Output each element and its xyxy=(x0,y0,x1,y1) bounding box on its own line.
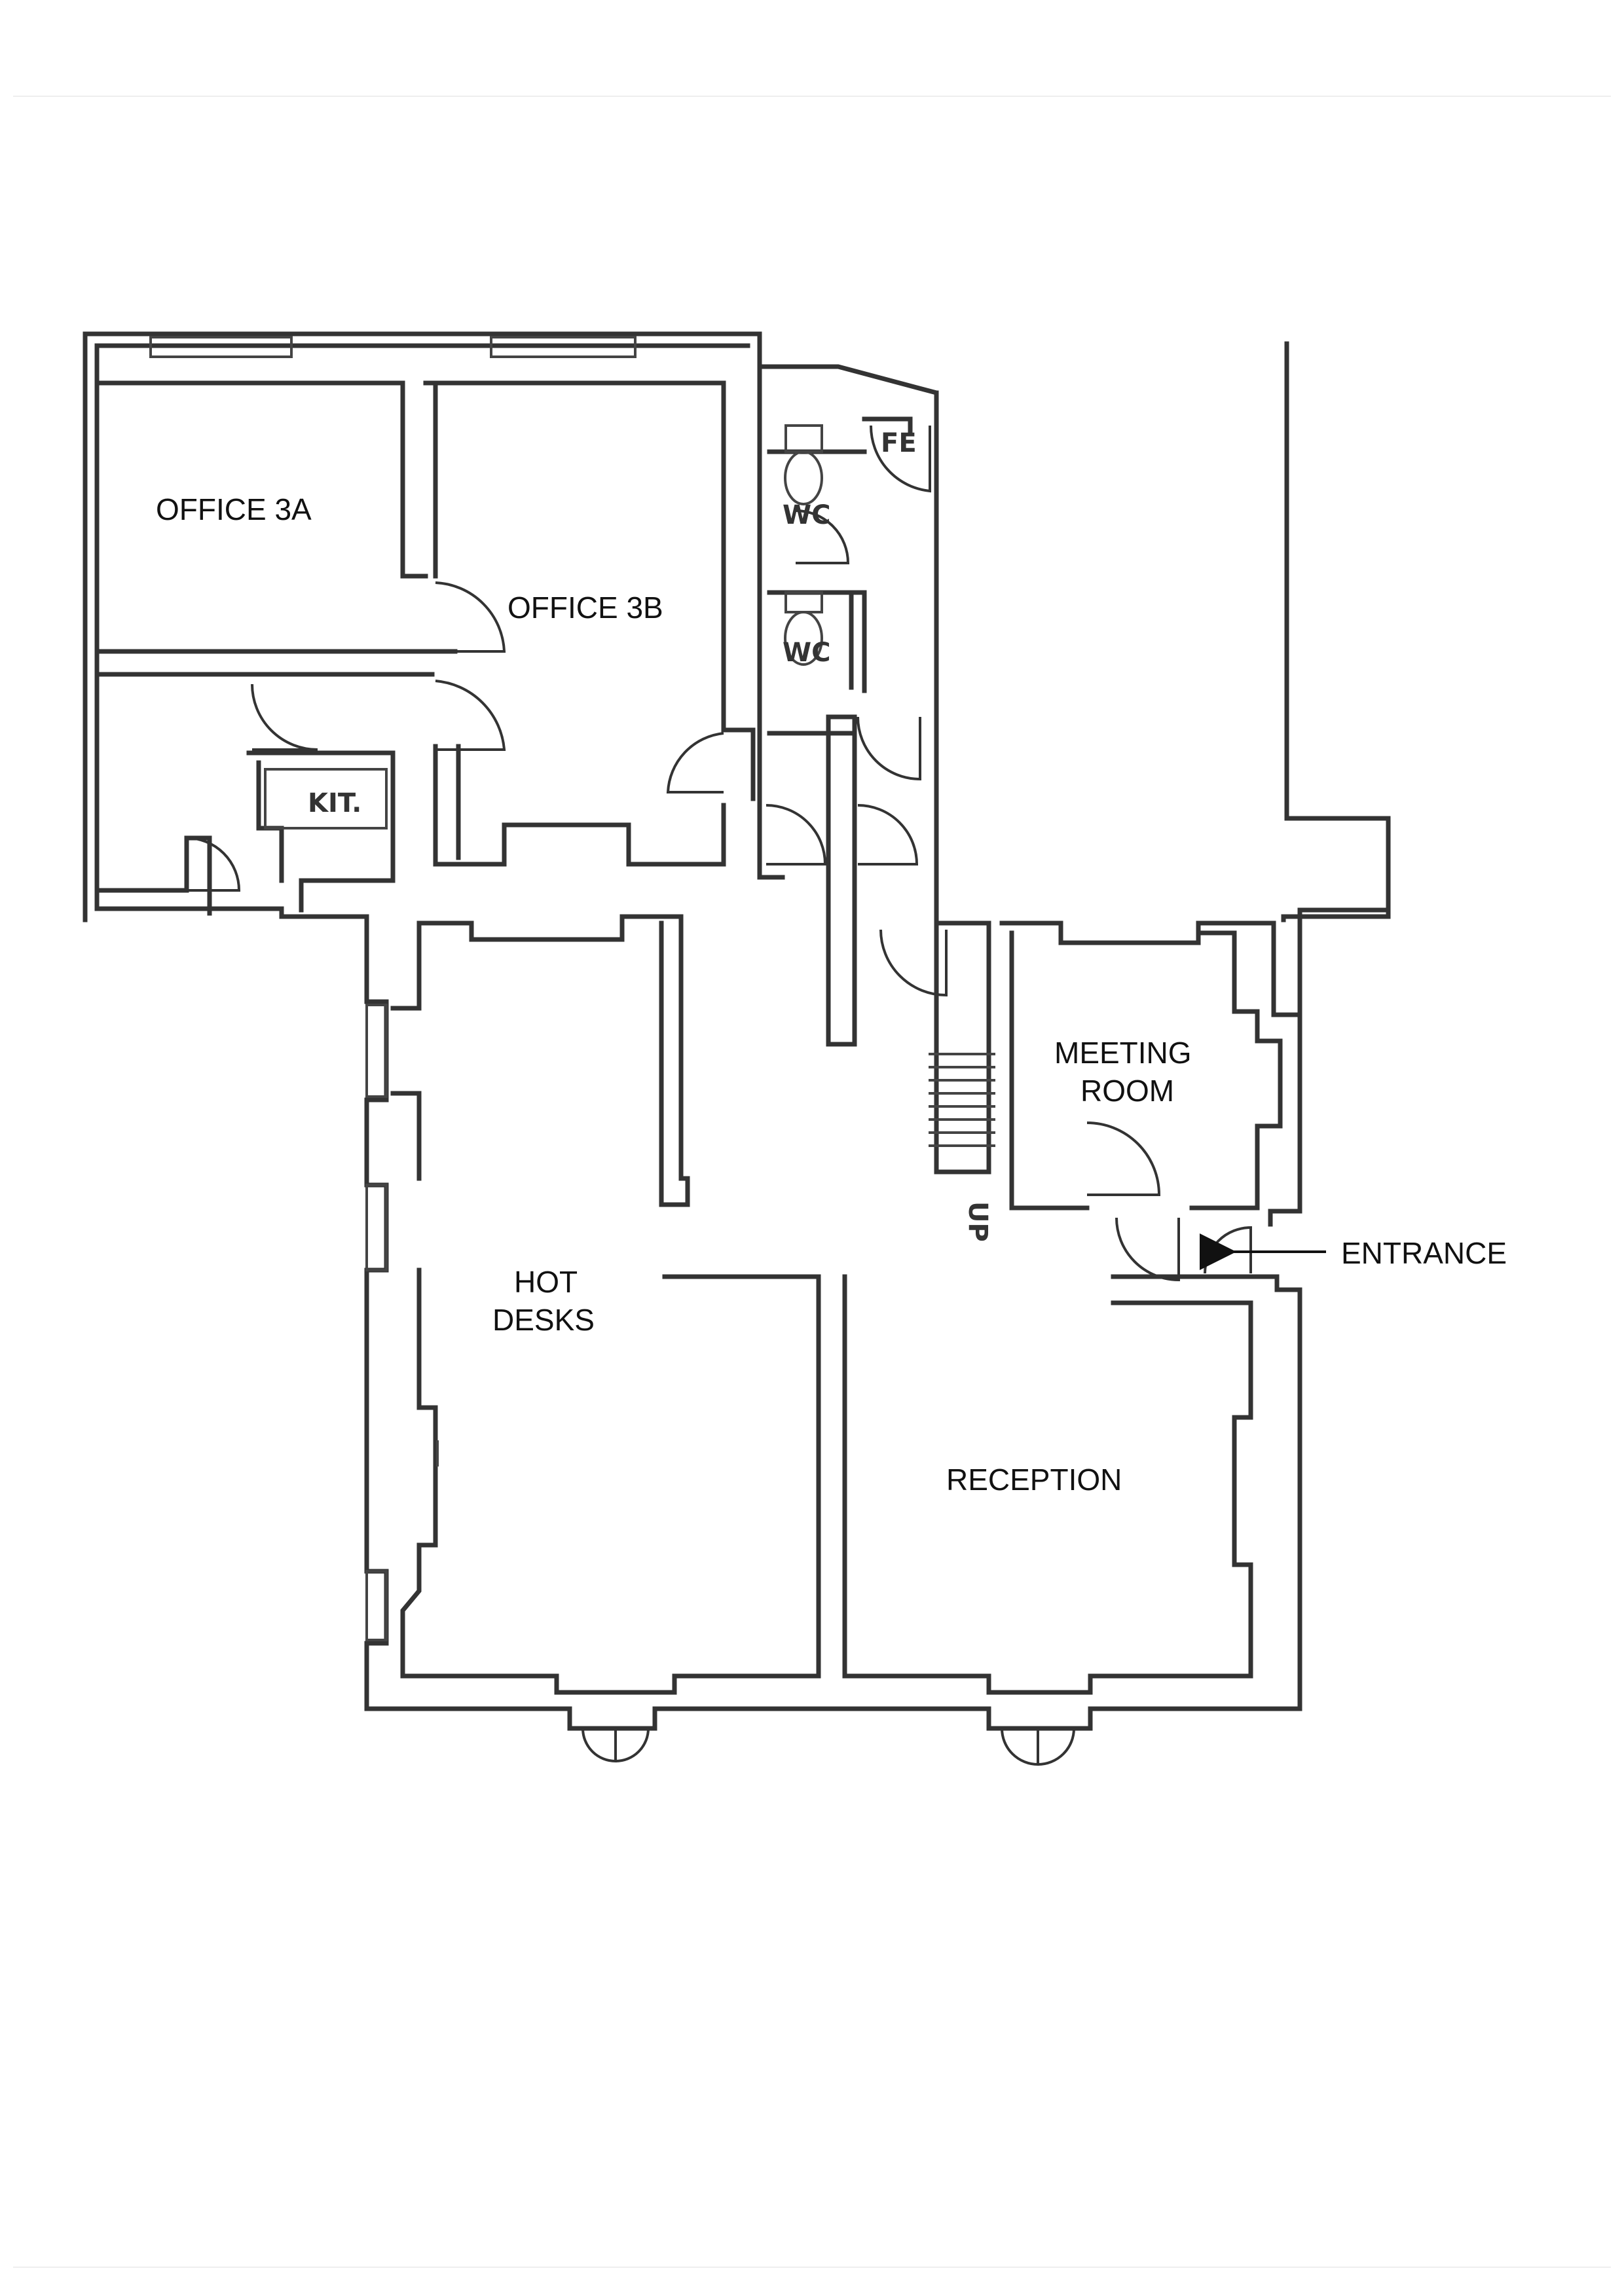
meeting-room-label-line2: ROOM xyxy=(1080,1074,1175,1108)
wc-lower-label: WC xyxy=(783,638,830,668)
page-bottom-edge xyxy=(13,2267,1611,2268)
kitchen-label: KIT. xyxy=(308,788,361,818)
hot-desks-label-line2: DESKS xyxy=(492,1303,595,1337)
fire-exit-label: FE xyxy=(881,428,917,458)
office-3b-label: OFFICE 3B xyxy=(507,591,663,625)
page-top-edge xyxy=(13,96,1611,97)
north-wing-walls xyxy=(83,331,939,926)
staircase xyxy=(929,1053,995,1147)
stairs-label: UP xyxy=(963,1201,993,1242)
entrance-label: ENTRANCE xyxy=(1341,1236,1507,1270)
meeting-room-label-line1: MEETING xyxy=(1054,1036,1192,1070)
wc-upper-label: WC xyxy=(783,500,830,530)
wc-core-walls xyxy=(757,364,939,1047)
office-3a-label: OFFICE 3A xyxy=(156,492,312,526)
meeting-room-walls xyxy=(929,341,1391,1227)
reception-label: RECEPTION xyxy=(946,1463,1122,1497)
hot-desks-label-line1: HOT xyxy=(514,1265,578,1299)
south-wing-walls xyxy=(364,914,1302,1731)
doors xyxy=(186,425,1252,1766)
